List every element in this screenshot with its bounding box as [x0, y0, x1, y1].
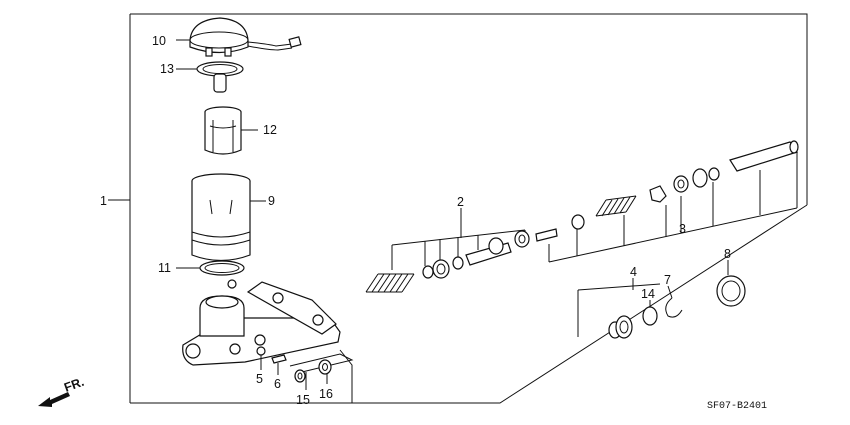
callout-2: 2 — [457, 195, 464, 209]
reservoir-screw — [271, 354, 287, 375]
callout-1: 1 — [100, 194, 107, 208]
callout-10: 10 — [152, 34, 166, 48]
joint-washer — [256, 346, 266, 370]
cap-seal — [176, 61, 244, 93]
front-direction-label: FR. — [62, 375, 86, 395]
primary-piston-assembly — [535, 140, 799, 263]
callout-7: 7 — [664, 273, 671, 287]
callout-9: 9 — [268, 194, 275, 208]
callout-13: 13 — [160, 62, 174, 76]
callout-8: 8 — [724, 247, 731, 261]
reservoir-band — [176, 260, 245, 289]
callout-16: 16 — [319, 387, 333, 401]
reservoir-strainer — [204, 106, 258, 155]
callout-11: 11 — [158, 261, 171, 275]
callout-5: 5 — [256, 372, 263, 386]
reservoir-body — [191, 173, 266, 262]
snap-ring — [665, 285, 683, 318]
callout-6: 6 — [274, 377, 281, 391]
assembly-boundary — [108, 13, 808, 404]
retainer-ring — [642, 300, 658, 326]
grommet-small — [294, 369, 306, 383]
secondary-piston-assembly — [365, 208, 530, 293]
front-direction-arrow-icon — [38, 392, 70, 407]
piston-seal — [716, 260, 746, 307]
callout-14: 14 — [641, 287, 655, 301]
callout-12: 12 — [263, 123, 277, 137]
diagram-code: SF07-B2401 — [707, 401, 767, 412]
piston-boot-kit — [577, 278, 661, 339]
reservoir-cap — [176, 17, 302, 57]
callout-3: 3 — [679, 222, 686, 236]
callout-4: 4 — [630, 265, 637, 279]
callout-15: 15 — [296, 393, 310, 407]
grommet-large — [318, 359, 332, 375]
master-cylinder-body — [182, 281, 341, 366]
